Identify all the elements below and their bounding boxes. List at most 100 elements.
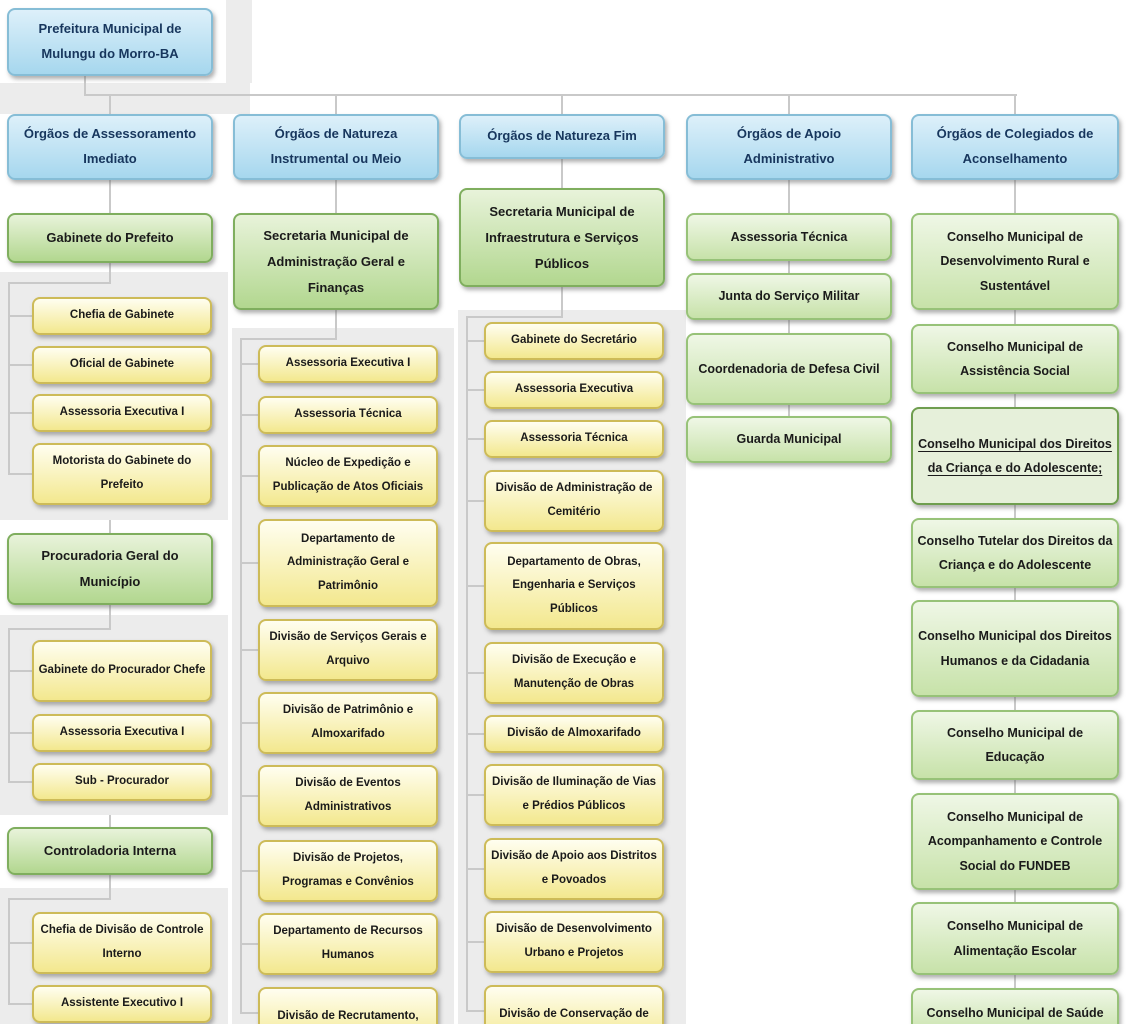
node-label: Sub - Procurador [75,775,169,788]
node-parent: Secretaria Municipal de Administração Ge… [233,213,439,310]
node-unit: Divisão de Projetos, Programas e Convêni… [258,840,438,902]
node-unit: Assessoria Executiva [484,371,664,409]
connector-line [466,868,484,870]
connector-line [466,672,484,674]
connector-line [561,287,563,318]
connector-line [240,722,258,724]
connector-line [8,781,32,783]
connector-line [109,180,111,213]
node-label: Assistente Executivo I [60,997,184,1010]
connector-line [8,628,111,630]
node-column-header-1: Órgãos de Assessoramento Imediato [7,114,213,180]
connector-line [8,898,10,1005]
node-unit: Departamento de Administração Geral e Pa… [258,519,438,607]
node-label: Divisão de Recrutamento, [277,1010,419,1023]
node-unit: Motorista do Gabinete do Prefeito [32,443,212,505]
node-parent: Procuradoria Geral do Município [7,533,213,605]
node-label: Gabinete do Secretário [511,334,637,347]
connector-line [466,500,484,502]
node-column-header-2: Órgãos de Natureza Instrumental ou Meio [233,114,439,180]
node-council: Conselho Municipal de Acompanhamento e C… [911,793,1119,890]
node-unit: Assessoria Técnica [484,420,664,458]
connector-line [466,794,484,796]
node-label: Secretaria Municipal de Infraestrutura e… [485,203,639,271]
node-unit: Divisão de Eventos Administrativos [258,765,438,827]
connector-line [8,282,111,284]
connector-line [1014,697,1016,710]
node-label: Conselho Municipal de Alimentação Escola… [946,919,1084,958]
connector-line [240,943,258,945]
node-unit: Sub - Procurador [32,763,212,801]
connector-line [109,815,111,827]
connector-line [561,159,563,188]
connector-line [788,94,790,114]
connector-line [109,520,111,533]
node-label: Departamento de Recursos Humanos [273,925,423,961]
node-council: Conselho Municipal dos Direitos da Crian… [911,407,1119,505]
node-label: Prefeitura Municipal de Mulungu do Morro… [38,21,182,61]
connector-line [240,870,258,872]
node-label: Conselho Municipal de Desenvolvimento Ru… [940,229,1090,293]
node-label: Departamento de Administração Geral e Pa… [286,532,410,592]
connector-line [788,261,790,273]
node-label: Oficial de Gabinete [69,358,175,371]
connector-line [466,389,484,391]
connector-line [240,338,242,1014]
node-label: Núcleo de Expedição e Publicação de Atos… [272,457,424,493]
node-unit: Divisão de Execução e Manutenção de Obra… [484,642,664,704]
connector-line [240,363,258,365]
node-unit: Departamento de Obras, Engenharia e Serv… [484,542,664,630]
node-label: Órgãos de Natureza Instrumental ou Meio [270,126,402,166]
connector-line [1014,780,1016,793]
node-label: Assessoria Técnica [520,432,628,445]
node-label: Conselho Municipal de Assistência Social [946,339,1084,378]
node-label: Motorista do Gabinete do Prefeito [52,455,192,491]
node-unit: Assistente Executivo I [32,985,212,1023]
node-support-organ: Junta do Serviço Militar [686,273,892,320]
node-label: Procuradoria Geral do Município [41,548,179,589]
node-parent: Secretaria Municipal de Infraestrutura e… [459,188,665,287]
node-council: Conselho Municipal de Saúde [911,988,1119,1024]
connector-line [240,475,258,477]
node-unit: Gabinete do Procurador Chefe [32,640,212,702]
node-unit: Chefia de Divisão de Controle Interno [32,912,212,974]
group-panel [0,83,250,114]
node-unit: Divisão de Apoio aos Distritos e Povoado… [484,838,664,900]
node-unit: Departamento de Recursos Humanos [258,913,438,975]
node-label: Conselho Municipal de Educação [946,725,1084,764]
node-label: Assessoria Executiva I [285,357,411,370]
node-column-header-5: Órgãos de Colegiados de Aconselhamento [911,114,1119,180]
node-column-header-4: Órgãos de Apoio Administrativo [686,114,892,180]
node-label: Órgãos de Assessoramento Imediato [23,126,197,166]
connector-line [466,941,484,943]
connector-line [1014,505,1016,518]
connector-line [8,670,32,672]
node-label: Divisão de Apoio aos Distritos e Povoado… [491,850,657,886]
node-support-organ: Coordenadoria de Defesa Civil [686,333,892,405]
connector-line [8,282,10,475]
node-root: Prefeitura Municipal de Mulungu do Morro… [7,8,213,76]
node-label: Chefia de Divisão de Controle Interno [40,924,204,960]
connector-line [8,364,32,366]
node-label: Chefia de Gabinete [69,309,175,322]
node-support-organ: Assessoria Técnica [686,213,892,261]
node-support-organ: Guarda Municipal [686,416,892,463]
connector-line [1014,310,1016,324]
connector-line [240,1012,258,1014]
connector-line [1014,180,1016,213]
node-label: Órgãos de Apoio Administrativo [736,126,842,166]
node-label: Conselho Municipal dos Direitos da Crian… [918,436,1112,475]
node-unit: Oficial de Gabinete [32,346,212,384]
node-label: Controladoria Interna [43,843,177,858]
connector-line [8,473,32,475]
connector-line [84,76,86,94]
node-council: Conselho Municipal de Alimentação Escola… [911,902,1119,975]
connector-line [561,94,563,114]
node-label: Assessoria Técnica [294,408,402,421]
connector-line [335,180,337,213]
node-unit: Divisão de Patrimônio e Almoxarifado [258,692,438,754]
connector-line [466,340,484,342]
node-unit: Divisão de Serviços Gerais e Arquivo [258,619,438,681]
node-unit: Assessoria Executiva I [258,345,438,383]
